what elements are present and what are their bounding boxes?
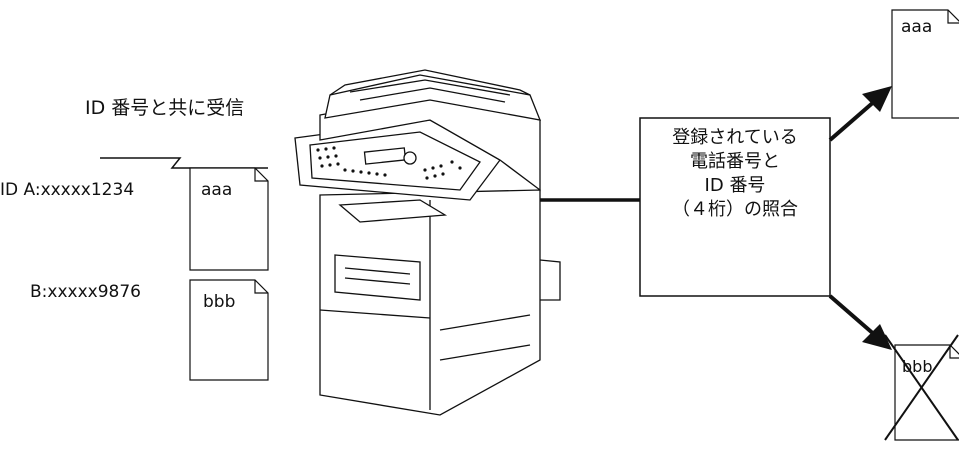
reject-arrow [828,294,892,350]
printer-illustration [294,69,561,416]
rejected-cross-icon [884,334,959,441]
process-box [639,117,831,297]
incoming-document-b [189,279,269,381]
incoming-document-a [189,167,269,271]
panel-buttons [316,146,462,180]
process-box-text: 登録されている 電話番号と ID 番号 （４桁）の照合 [640,126,830,222]
output-document-accepted [891,9,959,119]
transmission-caption: ID 番号と共に受信 [85,97,245,119]
process-line-2: 電話番号と [690,151,780,172]
sender-id-a: ID A:xxxxx1234 [0,180,135,200]
rejected-document-label: bbb [902,357,933,376]
sender-id-b: B:xxxxx9876 [30,282,141,302]
process-line-4: （４桁）の照合 [672,199,798,220]
incoming-signal-line [100,157,268,169]
incoming-document-a-label: aaa [201,180,233,200]
accepted-document-label: aaa [901,17,933,37]
accept-arrow [828,86,892,142]
process-line-3: ID 番号 [704,175,766,196]
process-line-1: 登録されている [672,127,798,148]
incoming-document-b-label: bbb [203,292,236,312]
